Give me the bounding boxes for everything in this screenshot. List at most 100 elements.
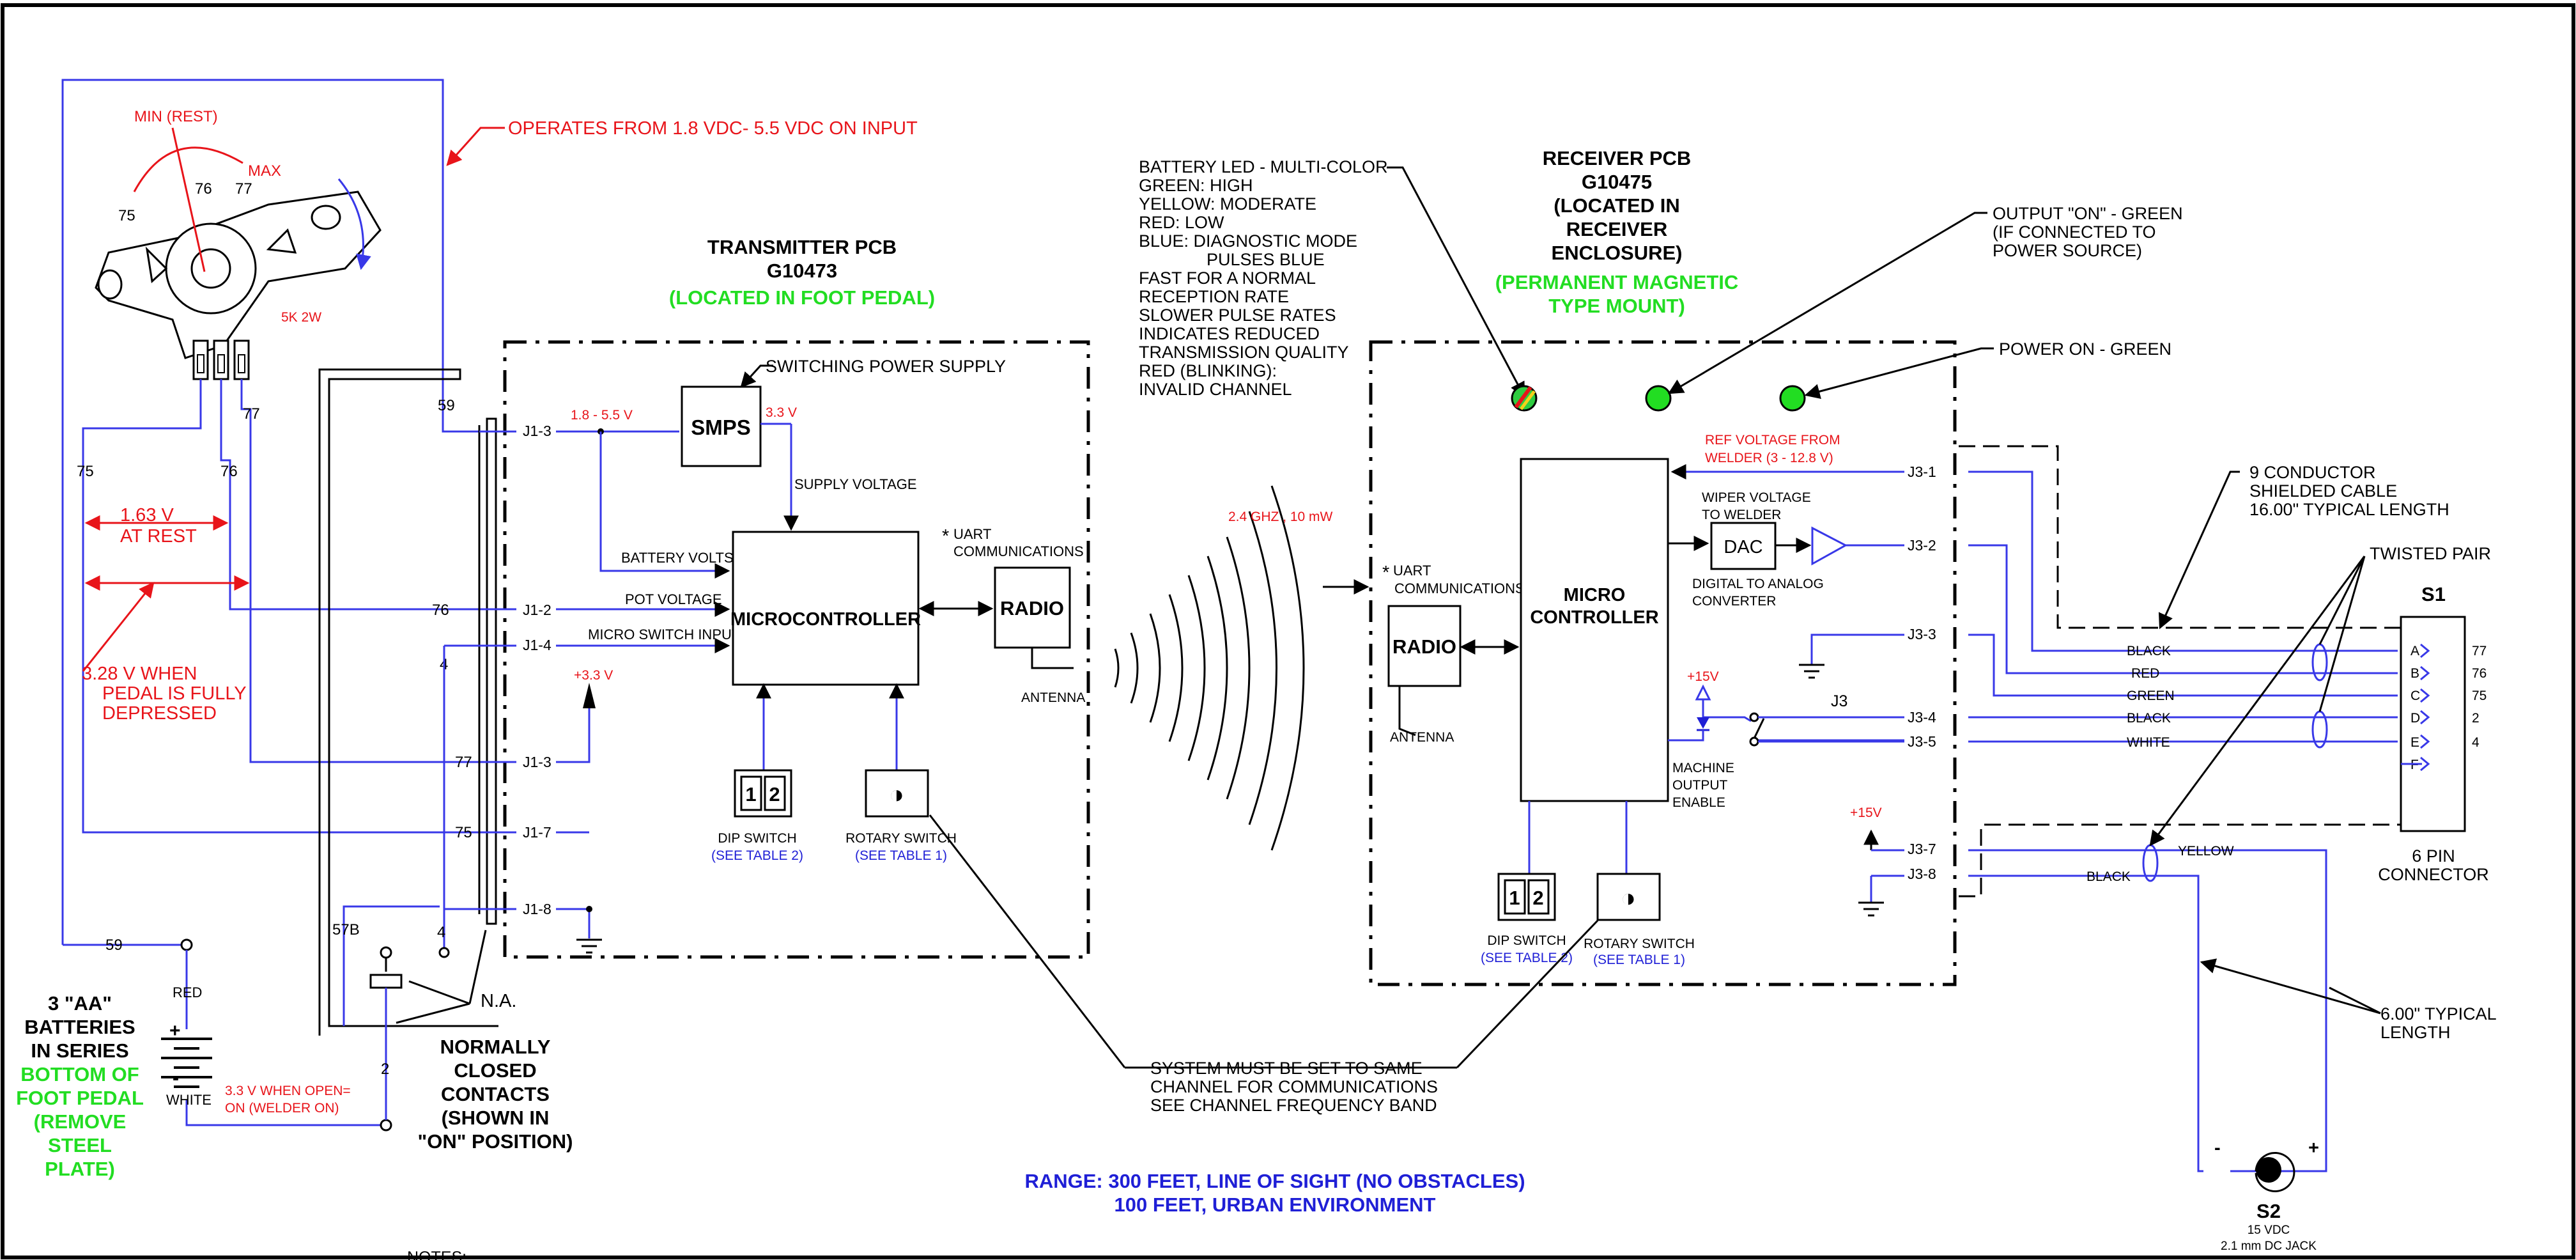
wire-label-57b: 57B [332, 921, 360, 938]
pot-77-label: 77 [235, 180, 252, 198]
length-desc-line2: LENGTH [2380, 1023, 2451, 1042]
svg-text:C: C [2410, 688, 2420, 703]
tx-dip-label: DIP SWITCH [718, 831, 796, 846]
na-label: N.A. [481, 991, 516, 1011]
receiver-loc1: (LOCATED IN [1554, 194, 1679, 217]
svg-text:(REMOVE: (REMOVE [34, 1110, 127, 1133]
transmitter-mcu-block [732, 531, 920, 686]
cable-shield-lower [1959, 823, 2419, 898]
led-legend: BATTERY LED - MULTI-COLOR GREEN: HIGH YE… [1139, 157, 1388, 399]
battery-minus: - [173, 1068, 179, 1089]
receiver-loc2: RECEIVER [1566, 218, 1667, 240]
range-line2: 100 FEET, URBAN ENVIRONMENT [1114, 1194, 1436, 1216]
s2-jack-desc: 2.1 mm DC JACK [2221, 1240, 2317, 1253]
rx-rotary-table: (SEE TABLE 1) [1593, 953, 1685, 967]
wire-color-black3: BLACK [2086, 869, 2131, 884]
svg-text:INDICATES REDUCED: INDICATES REDUCED [1139, 324, 1320, 343]
machine-output-line1: MACHINE [1672, 761, 1734, 775]
cable-desc-line3: 16.00" TYPICAL LENGTH [2249, 500, 2449, 519]
receiver-mcu-block [1520, 458, 1669, 802]
svg-text:SLOWER PULSE RATES: SLOWER PULSE RATES [1139, 306, 1336, 325]
wire-77 [240, 379, 486, 763]
tx-uart-label: UART [953, 526, 992, 542]
s1-connector [2400, 616, 2466, 832]
output-on-line2: (IF CONNECTED TO [1993, 222, 2156, 242]
transmitter-pcb-outline [503, 340, 1090, 959]
battery-plus: + [169, 1020, 181, 1041]
svg-text:BLUE: DIAGNOSTIC MODE: BLUE: DIAGNOSTIC MODE [1139, 231, 1357, 251]
transmitter-antenna-label: ANTENNA [1021, 690, 1085, 705]
wire-75 [82, 379, 486, 834]
pin-j3-1: J3-1 [1908, 463, 1936, 480]
normally-closed-label: NORMALLY CLOSED CONTACTS (SHOWN IN "ON" … [418, 1036, 573, 1153]
resistor-label: 5K 2W [281, 310, 321, 325]
svg-text:76: 76 [2472, 666, 2487, 681]
transmitter-radio-label: RADIO [1000, 597, 1064, 619]
wire-57b [343, 905, 440, 1026]
plus-15v-s2: +15V [1850, 805, 1882, 820]
wire-label-76: 76 [220, 463, 238, 480]
svg-text:75: 75 [2472, 688, 2487, 703]
rf-waves [1114, 485, 1305, 851]
wire-label-77: 77 [243, 405, 260, 423]
pot-76-label: 76 [195, 180, 212, 198]
receiver-title: RECEIVER PCB [1543, 147, 1692, 169]
wire-label-75: 75 [77, 463, 94, 480]
wire-76 [220, 379, 486, 611]
wire-label-76b: 76 [432, 602, 449, 619]
rotation-direction-arrow [337, 178, 371, 270]
pin-j3-5: J3-5 [1908, 733, 1936, 750]
pressed-voltage-line2: PEDAL IS FULLY [102, 683, 247, 704]
svg-text:STEEL: STEEL [48, 1134, 112, 1156]
notes-label: NOTES: [407, 1248, 467, 1260]
svg-text:BATTERY LED - MULTI-COLOR: BATTERY LED - MULTI-COLOR [1139, 157, 1388, 176]
wire-color-white: WHITE [2127, 735, 2170, 750]
battery-description: 3 "AA" BATTERIES IN SERIES BOTTOM OF FOO… [16, 992, 144, 1180]
rf-band-label: 2.4 GHZ , 10 mW [1228, 509, 1333, 524]
pot-min-label: MIN (REST) [134, 108, 218, 125]
pin-j1-3b: J1-3 [523, 754, 551, 770]
svg-text:INVALID CHANNEL: INVALID CHANNEL [1139, 380, 1292, 399]
svg-text:TRANSMISSION QUALITY: TRANSMISSION QUALITY [1139, 343, 1349, 362]
svg-text:(SHOWN IN: (SHOWN IN [442, 1107, 550, 1129]
svg-text:FOOT PEDAL: FOOT PEDAL [16, 1087, 144, 1109]
rx-uart-label: UART [1393, 563, 1431, 579]
wire-label-4b: 4 [437, 924, 445, 941]
tx-uart-star: * [942, 526, 949, 547]
rx-dip-1: 1 [1509, 887, 1520, 909]
tx-rotary-table: (SEE TABLE 1) [855, 848, 947, 863]
svg-text:BOTTOM OF: BOTTOM OF [20, 1063, 139, 1085]
channel-note-line3: SEE CHANNEL FREQUENCY BAND [1150, 1096, 1437, 1115]
pin-j1-8: J1-8 [523, 901, 551, 917]
smps-out-voltage: 3.3 V [766, 405, 797, 420]
svg-text:B: B [2410, 666, 2419, 681]
wire-59 [61, 79, 479, 945]
smps-block [681, 385, 762, 467]
receiver-mcu-label2: CONTROLLER [1530, 607, 1658, 628]
pressed-voltage-leader [82, 582, 155, 672]
svg-text:CONTACTS: CONTACTS [441, 1083, 550, 1105]
output-on-line1: OUTPUT "ON" - GREEN [1993, 204, 2183, 223]
receiver-antenna-label: ANTENNA [1390, 730, 1454, 745]
svg-text:3 "AA": 3 "AA" [48, 992, 112, 1015]
ref-voltage-line2: WELDER (3 - 12.8 V) [1705, 451, 1833, 465]
open-on-line1: 3.3 V WHEN OPEN= [225, 1084, 351, 1098]
micro-switch [369, 974, 403, 989]
cable-desc-line1: 9 CONDUCTOR [2249, 463, 2376, 482]
svg-text:BATTERIES: BATTERIES [24, 1016, 135, 1038]
wiper-voltage-line2: TO WELDER [1702, 508, 1781, 522]
pedal-frame [318, 368, 498, 1036]
battery-led [1511, 385, 1538, 412]
pin-j3-2: J3-2 [1908, 537, 1936, 554]
svg-text:RECEPTION RATE: RECEPTION RATE [1139, 287, 1289, 306]
tx-dip-2: 2 [769, 783, 780, 805]
transmitter-mcu-label: MICROCONTROLLER [730, 609, 921, 630]
pin-j1-3a: J1-3 [523, 423, 551, 439]
tx-dip-table: (SEE TABLE 2) [711, 848, 803, 863]
tx-rotary-switch [865, 769, 929, 818]
receiver-radio-block [1387, 605, 1462, 687]
svg-text:FAST FOR A NORMAL: FAST FOR A NORMAL [1139, 268, 1316, 288]
wire-label-75b: 75 [455, 824, 472, 841]
wire-color-red: RED [2131, 666, 2159, 681]
receiver-mount2: TYPE MOUNT) [1548, 295, 1685, 317]
